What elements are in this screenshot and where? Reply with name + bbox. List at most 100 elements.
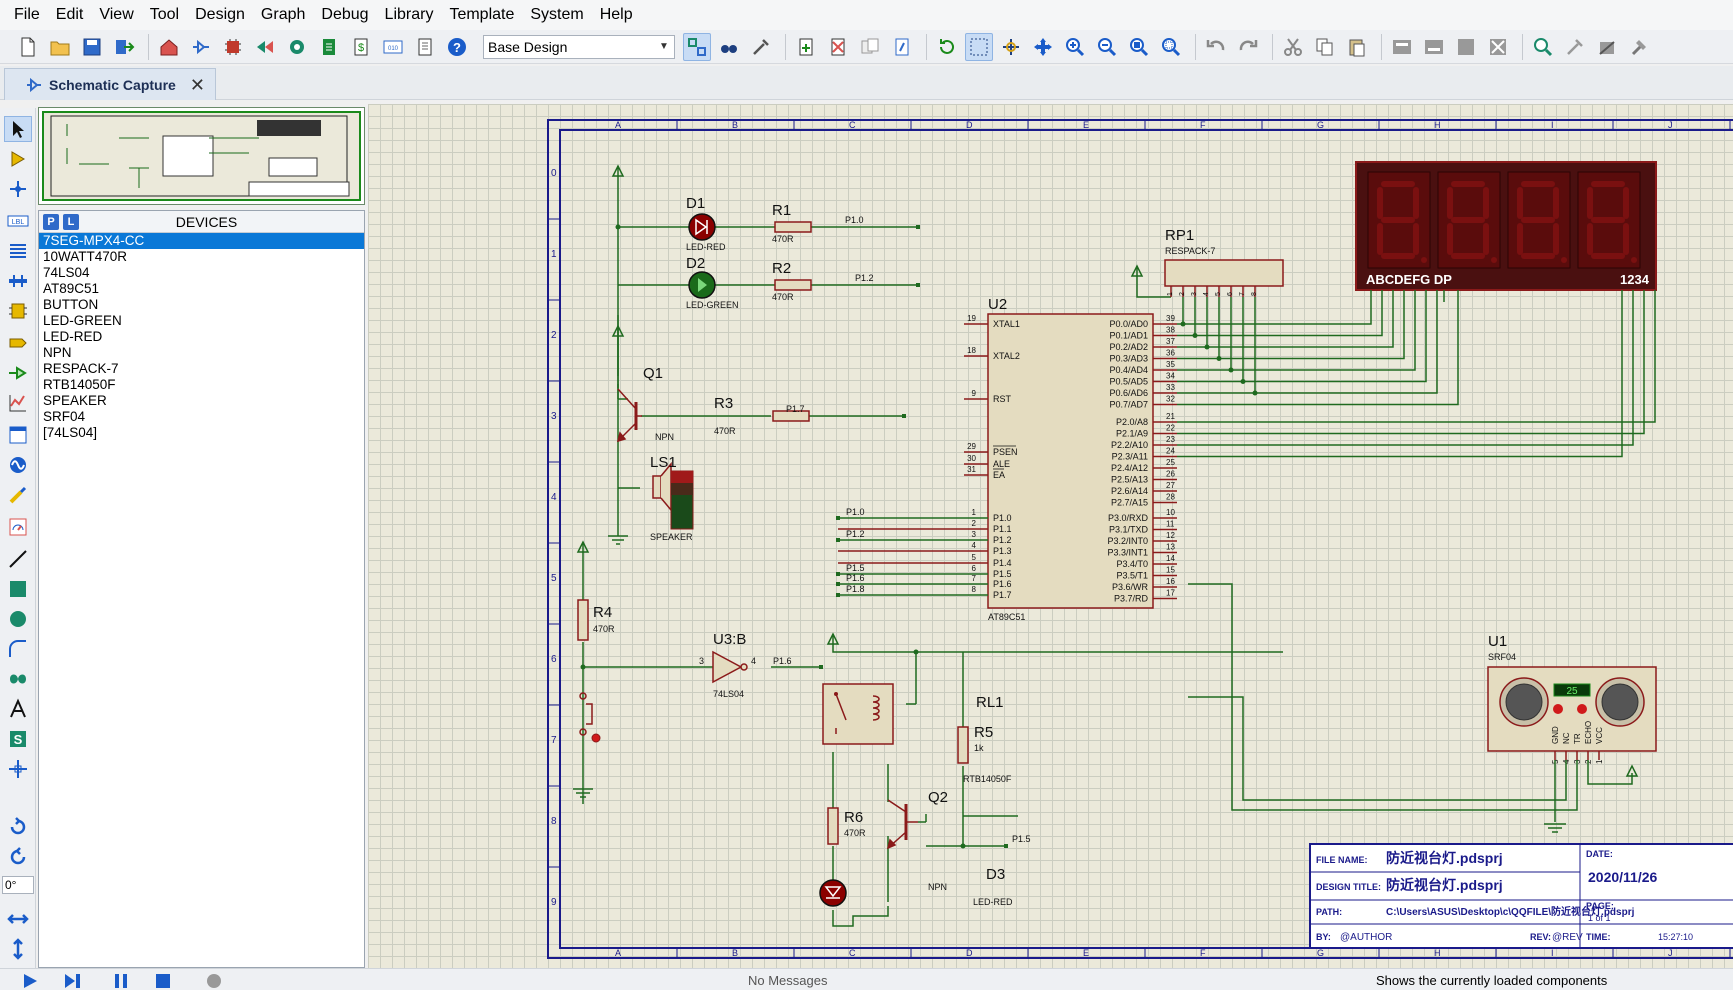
menu-template[interactable]: Template — [449, 6, 515, 23]
save-button[interactable] — [78, 33, 106, 61]
cut-button[interactable] — [1279, 33, 1307, 61]
toggle-origin-button[interactable] — [997, 33, 1025, 61]
circle-tool-button[interactable] — [4, 606, 32, 632]
instruments-mode-button[interactable] — [4, 514, 32, 540]
tab-schematic-capture[interactable]: Schematic Capture ✕ — [4, 68, 216, 100]
source-code-button[interactable]: 010 — [379, 33, 407, 61]
notes-button[interactable] — [411, 33, 439, 61]
rotate-clockwise-button[interactable] — [4, 814, 32, 840]
graph-mode-button[interactable] — [4, 390, 32, 416]
block-delete-button[interactable] — [1484, 33, 1512, 61]
bus-mode-button[interactable] — [4, 268, 32, 294]
exit-to-parent-button[interactable] — [856, 33, 884, 61]
selection-mode-button[interactable] — [4, 116, 32, 142]
device-list-item[interactable]: RESPACK-7 — [43, 361, 119, 376]
block-move-button[interactable] — [1420, 33, 1448, 61]
symbol-tool-button[interactable]: S — [4, 726, 32, 752]
rotation-angle-input[interactable]: 0° — [2, 876, 34, 894]
wire-label-mode-button[interactable]: LBL — [4, 208, 32, 234]
zoom-to-child-button[interactable] — [888, 33, 916, 61]
junction-mode-button[interactable] — [4, 176, 32, 202]
menu-design[interactable]: Design — [195, 6, 245, 23]
packaging-tool-button[interactable] — [1593, 33, 1621, 61]
redo-button[interactable] — [1234, 33, 1262, 61]
pick-devices-button[interactable]: P — [43, 213, 59, 230]
marker-tool-button[interactable] — [4, 756, 32, 782]
arc-tool-button[interactable] — [4, 636, 32, 662]
zoom-in-button[interactable] — [1061, 33, 1089, 61]
close-tab-icon[interactable]: ✕ — [189, 75, 205, 95]
pause-button[interactable] — [110, 972, 132, 990]
3d-viewer-button[interactable] — [283, 33, 311, 61]
mirror-vertical-button[interactable] — [4, 936, 32, 962]
menu-library[interactable]: Library — [384, 6, 434, 23]
menu-edit[interactable]: Edit — [55, 6, 84, 23]
device-list-item[interactable]: 10WATT470R — [43, 249, 128, 264]
undo-button[interactable] — [1202, 33, 1230, 61]
copy-button[interactable] — [1311, 33, 1339, 61]
component-mode-button[interactable] — [4, 146, 32, 172]
decompose-button[interactable] — [1625, 33, 1653, 61]
mirror-horizontal-button[interactable] — [4, 906, 32, 932]
device-list-item[interactable]: SRF04 — [43, 409, 86, 424]
pick-parts-button[interactable] — [1529, 33, 1557, 61]
schematic-canvas[interactable]: AABBCCDDEEFFGGHHIIJJKK0123456789 D1 LED-… — [368, 104, 1733, 968]
new-file-button[interactable] — [14, 33, 42, 61]
block-copy-button[interactable] — [1388, 33, 1416, 61]
device-pins-mode-button[interactable] — [4, 360, 32, 386]
help-button[interactable]: ? — [443, 33, 471, 61]
schematic-button[interactable] — [187, 33, 215, 61]
step-button[interactable] — [62, 972, 84, 990]
zoom-all-button[interactable] — [1125, 33, 1153, 61]
box-tool-button[interactable] — [4, 576, 32, 602]
path-tool-button[interactable] — [4, 666, 32, 692]
menu-tool[interactable]: Tool — [149, 6, 180, 23]
menu-graph[interactable]: Graph — [260, 6, 306, 23]
device-list-item[interactable]: LED-RED — [43, 329, 103, 344]
device-list-item[interactable]: NPN — [43, 345, 72, 360]
line-tool-button[interactable] — [4, 546, 32, 572]
gerber-button[interactable] — [251, 33, 279, 61]
device-list-item[interactable]: RTB14050F — [43, 377, 116, 392]
library-manager-button[interactable]: L — [63, 213, 79, 230]
open-file-button[interactable] — [46, 33, 74, 61]
device-list-item[interactable]: 74LS04 — [43, 265, 90, 280]
find-button[interactable] — [715, 33, 743, 61]
probe-mode-button[interactable] — [4, 482, 32, 508]
rotate-anticlockwise-button[interactable] — [4, 844, 32, 870]
info-button[interactable] — [203, 972, 225, 990]
active-popup-mode-button[interactable] — [4, 422, 32, 448]
terminals-mode-button[interactable] — [4, 330, 32, 356]
menu-debug[interactable]: Debug — [321, 6, 369, 23]
generator-mode-button[interactable] — [4, 452, 32, 478]
block-rotate-button[interactable] — [1452, 33, 1480, 61]
overview-window[interactable] — [38, 107, 365, 205]
redraw-button[interactable] — [683, 32, 711, 61]
design-layer-select[interactable]: Base Design▼ — [483, 34, 675, 59]
toggle-grid-button[interactable] — [965, 32, 993, 61]
bom-button[interactable] — [315, 33, 343, 61]
pan-button[interactable] — [1029, 33, 1057, 61]
paste-button[interactable] — [1343, 33, 1371, 61]
menu-help[interactable]: Help — [599, 6, 633, 23]
device-list-item[interactable]: AT89C51 — [43, 281, 100, 296]
menu-view[interactable]: View — [99, 6, 134, 23]
play-button[interactable] — [20, 972, 42, 990]
text-script-mode-button[interactable] — [4, 238, 32, 264]
pcb-layout-button[interactable] — [219, 33, 247, 61]
menu-system[interactable]: System — [530, 6, 584, 23]
property-assign-button[interactable] — [747, 33, 775, 61]
new-sheet-button[interactable] — [792, 33, 820, 61]
make-device-button[interactable] — [1561, 33, 1589, 61]
cost-button[interactable]: $ — [347, 33, 375, 61]
device-list-item[interactable]: BUTTON — [43, 297, 99, 312]
import-button[interactable] — [110, 33, 138, 61]
device-list-item[interactable]: 7SEG-MPX4-CC — [39, 233, 364, 249]
refresh-button[interactable] — [933, 33, 961, 61]
stop-button[interactable] — [152, 972, 174, 990]
home-button[interactable] — [155, 33, 183, 61]
device-list-item[interactable]: [74LS04] — [43, 425, 98, 440]
device-list-item[interactable]: SPEAKER — [43, 393, 107, 408]
remove-sheet-button[interactable] — [824, 33, 852, 61]
zoom-area-button[interactable] — [1157, 33, 1185, 61]
